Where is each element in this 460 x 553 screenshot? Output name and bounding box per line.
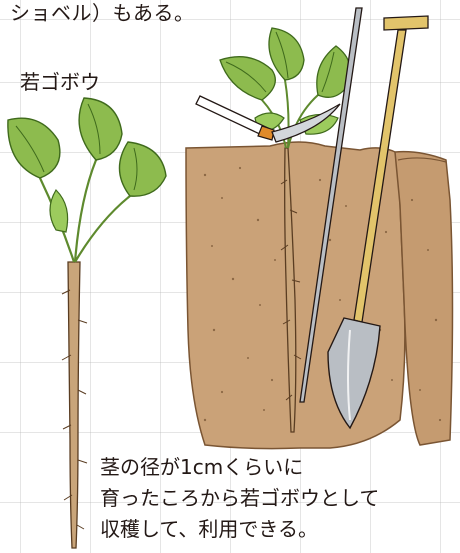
label-young-burdock: 若ゴボウ: [20, 66, 100, 95]
caption-line: 茎の径が1cmくらいに: [100, 452, 379, 483]
top-text: ショベル）もある。: [10, 0, 195, 26]
young-burdock-leaves: [8, 98, 166, 262]
young-burdock-root: [62, 262, 87, 548]
caption-line: 育ったころから若ゴボウとして: [100, 483, 379, 514]
caption-line: 収穫して、利用できる。: [100, 514, 379, 545]
caption: 茎の径が1cmくらいに 育ったころから若ゴボウとして 収穫して、利用できる。: [100, 452, 379, 545]
